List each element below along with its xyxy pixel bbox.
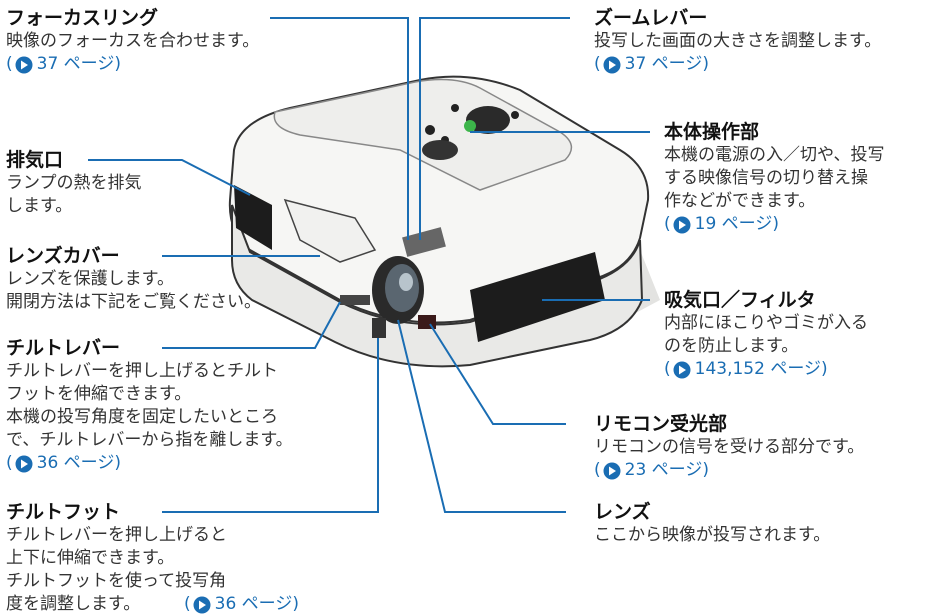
intake-desc: 内部にほこりやゴミが入る のを防止します。 bbox=[664, 313, 868, 356]
lens-leader bbox=[397, 319, 566, 513]
remote-sensor-part bbox=[418, 315, 436, 329]
zoom-lever-title: ズームレバー bbox=[594, 7, 708, 29]
remote-sensor-desc: リモコンの信号を受ける部分です。 bbox=[594, 437, 865, 457]
arrow-circle-icon bbox=[673, 216, 691, 234]
arrow-circle-icon bbox=[603, 462, 621, 480]
tilt-lever-leader bbox=[162, 301, 341, 349]
lamp-cover bbox=[273, 78, 573, 191]
callout-tilt-lever: チルトレバー チルトレバーを押し上げるとチルト フットを伸縮できます。 本機の投… bbox=[6, 336, 293, 475]
exhaust-desc: ランプの熱を排気 します。 bbox=[6, 173, 142, 216]
lens-cover-title: レンズカバー bbox=[6, 245, 120, 267]
tilt-foot-ref[interactable]: ( 36 ページ) bbox=[184, 594, 299, 614]
zoom-lever-part bbox=[402, 227, 446, 257]
control-panel-desc: 本機の電源の入／切や、投写 する映像信号の切り替え操 作などができます。 bbox=[664, 145, 885, 211]
intake-title: 吸気口／フィルタ bbox=[664, 289, 816, 311]
callout-zoom-lever: ズームレバー 投写した画面の大きさを調整します。 ( 37 ページ) bbox=[594, 6, 881, 76]
control-panel-title: 本体操作部 bbox=[664, 121, 760, 143]
focus-ring-ref[interactable]: ( 37 ページ) bbox=[6, 54, 121, 74]
focus-ring-leader bbox=[270, 17, 409, 240]
zoom-lever-ref[interactable]: ( 37 ページ) bbox=[594, 54, 709, 74]
lens-desc: ここから映像が投写されます。 bbox=[594, 525, 831, 545]
exhaust-leader bbox=[88, 159, 251, 196]
callout-lens-cover: レンズカバー レンズを保護します。 開閉方法は下記をご覧ください。 bbox=[6, 244, 261, 314]
remote-sensor-leader bbox=[429, 323, 566, 425]
tilt-lever-desc: チルトレバーを押し上げるとチルト フットを伸縮できます。 本機の投写角度を固定し… bbox=[6, 361, 293, 450]
focus-ring-desc: 映像のフォーカスを合わせます。 bbox=[6, 31, 260, 51]
exhaust-vents bbox=[234, 185, 272, 250]
tilt-lever-ref[interactable]: ( 36 ページ) bbox=[6, 453, 121, 473]
zoom-lever-leader bbox=[419, 17, 570, 240]
callout-control-panel: 本体操作部 本機の電源の入／切や、投写 する映像信号の切り替え操 作などができま… bbox=[664, 120, 885, 236]
lens-title: レンズ bbox=[594, 501, 651, 523]
tilt-foot-desc: チルトレバーを押し上げると 上下に伸縮できます。 チルトフットを使って投写角 度… bbox=[6, 525, 227, 614]
lens-cover-desc: レンズを保護します。 開閉方法は下記をご覧ください。 bbox=[6, 269, 261, 312]
callout-focus-ring: フォーカスリング 映像のフォーカスを合わせます。 ( 37 ページ) bbox=[6, 6, 259, 76]
arrow-circle-icon bbox=[15, 455, 33, 473]
lens-element bbox=[372, 256, 424, 324]
control-panel-ref[interactable]: ( 19 ページ) bbox=[664, 214, 779, 234]
arrow-circle-icon bbox=[673, 361, 691, 379]
exhaust-title: 排気口 bbox=[6, 149, 64, 171]
arrow-circle-icon bbox=[193, 596, 211, 614]
tilt-lever-part bbox=[340, 295, 370, 305]
intake-vents bbox=[470, 252, 605, 342]
arrow-circle-icon bbox=[603, 56, 621, 74]
projector-illustration bbox=[228, 75, 660, 368]
tilt-foot-title: チルトフット bbox=[6, 501, 121, 523]
callout-tilt-foot: チルトフット チルトレバーを押し上げると 上下に伸縮できます。 チルトフットを使… bbox=[6, 500, 299, 616]
callout-remote-sensor: リモコン受光部 リモコンの信号を受ける部分です。 ( 23 ページ) bbox=[594, 412, 864, 482]
remote-sensor-ref[interactable]: ( 23 ページ) bbox=[594, 460, 709, 480]
tilt-foot-leader bbox=[162, 338, 379, 513]
leader-lines bbox=[88, 17, 650, 513]
remote-sensor-title: リモコン受光部 bbox=[594, 413, 728, 435]
callout-lens: レンズ ここから映像が投写されます。 bbox=[594, 500, 830, 547]
arrow-circle-icon bbox=[15, 56, 33, 74]
intake-ref[interactable]: ( 143,152 ページ) bbox=[664, 359, 828, 379]
focus-ring-title: フォーカスリング bbox=[6, 7, 159, 29]
callout-intake: 吸気口／フィルタ 内部にほこりやゴミが入る のを防止します。 ( 143,152… bbox=[664, 288, 868, 381]
lens-cover-piece bbox=[283, 198, 377, 263]
tilt-foot-part bbox=[372, 318, 386, 338]
zoom-lever-desc: 投写した画面の大きさを調整します。 bbox=[594, 31, 882, 51]
tilt-lever-title: チルトレバー bbox=[6, 337, 121, 359]
control-panel-buttons bbox=[422, 104, 519, 160]
callout-exhaust: 排気口 ランプの熱を排気 します。 bbox=[6, 148, 142, 218]
